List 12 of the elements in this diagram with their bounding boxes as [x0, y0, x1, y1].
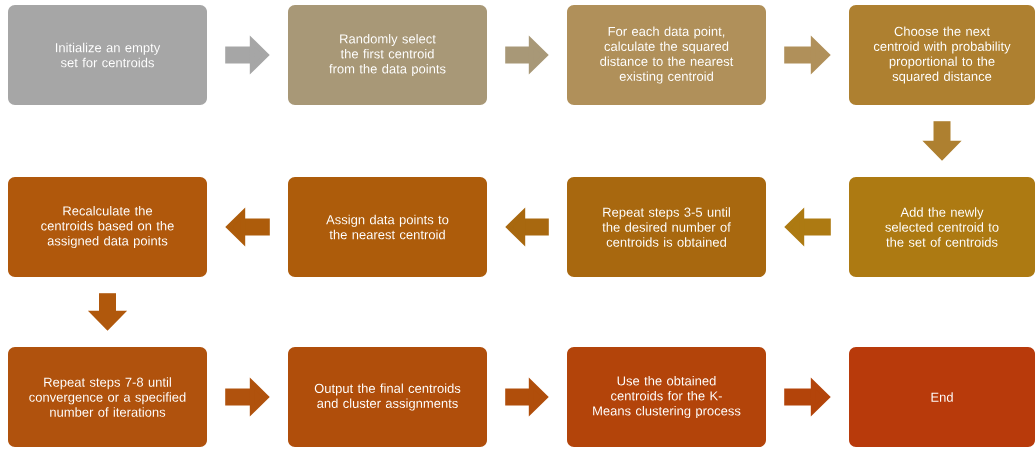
process-box: Repeat steps 7-8 until convergence or a specified number of iterations — [8, 347, 207, 447]
process-box: End — [849, 347, 1035, 447]
process-box: Randomly select the first centroid from the data points — [288, 5, 487, 105]
process-box: Choose the next centroid with probability proportional to the squared distance — [849, 5, 1035, 105]
process-box: Recalculate the centroids based on the assigned data points — [8, 177, 207, 277]
process-box: Assign data points to the nearest centroid — [288, 177, 487, 277]
process-box: Output the final centroids and cluster assignments — [288, 347, 487, 447]
process-box: Initialize an empty set for centroids — [8, 5, 207, 105]
process-box: Use the obtained centroids for the K-Means clustering process — [567, 347, 766, 447]
process-box: Repeat steps 3-5 until the desired number of centroids is obtained — [567, 177, 766, 277]
process-box: Add the newly selected centroid to the set of centroids — [849, 177, 1035, 277]
process-box: For each data point, calculate the squared distance to the nearest existing centroid — [567, 5, 766, 105]
